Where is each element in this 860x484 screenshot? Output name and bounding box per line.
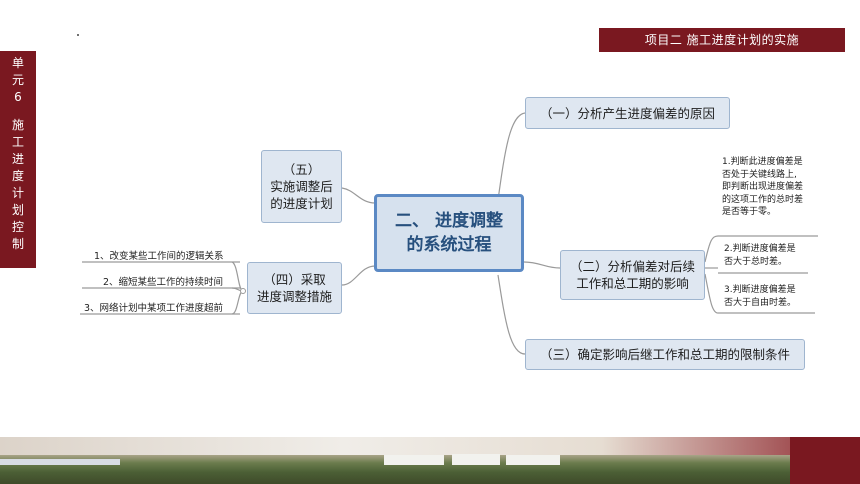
side-unit-tab: 单 元 6 施 工 进 度 计 划 控 制 (0, 51, 36, 268)
note-free-float: 3.判断进度偏差是 否大于自由时差。 (724, 284, 820, 309)
note1-line: 的这项工作的总时差 (722, 194, 804, 205)
note1-line: 是否等于零。 (722, 207, 777, 217)
note3-line: 否大于自由时差。 (724, 297, 797, 308)
side-tab-char: 计 (11, 186, 24, 200)
connector-note3 (704, 273, 719, 314)
leaf-shorten-duration: 2、缩短某些工作的持续时间 (103, 277, 224, 288)
side-tab-char: 6 (14, 90, 22, 104)
connector-leaf1 (231, 261, 244, 292)
center-node: 二、 进度调整 的系统过程 (374, 194, 524, 272)
branch4-node: （四）采取 进度调整措施 (247, 262, 342, 314)
branch4-line2: 进度调整措施 (256, 289, 332, 304)
connector-branch5 (341, 187, 376, 204)
note2-line: 2.判断进度偏差是 (724, 244, 796, 254)
side-tab-char: 施 (11, 118, 24, 132)
note1-line: 即判断出现进度偏差 (722, 182, 804, 192)
connector-note1 (704, 235, 719, 263)
note2-line: 否大于总时差。 (724, 256, 788, 267)
footer-building (452, 454, 500, 465)
side-tab-char: 度 (11, 169, 24, 183)
leaf-ahead-of-schedule: 3、网络计划中某项工作进度超前 (84, 303, 224, 314)
branch5-node: （五） 实施调整后 的进度计划 (261, 150, 342, 223)
footer-building (384, 455, 444, 465)
connector-branch3 (497, 274, 526, 355)
footer-building (0, 459, 120, 465)
header-title-bar: 项目二 施工进度计划的实施 (599, 28, 845, 52)
note-critical-path: 1.判断此进度偏差是 否处于关键线路上, 即判断出现进度偏差 的这项工作的总时差… (722, 156, 818, 219)
stray-dot (77, 34, 79, 36)
branch3-label: （三）确定影响后继工作和总工期的限制条件 (539, 347, 790, 362)
side-tab-char: 单 (11, 56, 24, 70)
branch5-line2: 实施调整后 (270, 179, 333, 194)
footer-building (506, 455, 560, 465)
footer-sky (0, 437, 860, 455)
branch4-line1: （四）采取 (263, 272, 326, 287)
side-tab-char: 制 (11, 237, 24, 251)
branch4-joint (240, 288, 246, 294)
branch2-line2: 工作和总工期的影响 (576, 276, 689, 291)
note1-line: 1.判断此进度偏差是 (722, 157, 803, 167)
center-line2: 的系统过程 (406, 235, 492, 255)
branch2-node: （二）分析偏差对后续 工作和总工期的影响 (560, 250, 705, 300)
branch1-label: （一）分析产生进度偏差的原因 (539, 105, 715, 121)
connector-branch4 (341, 265, 376, 286)
footer-campus-photo (0, 437, 860, 484)
side-tab-char: 划 (11, 203, 24, 217)
connector-branch1 (497, 112, 526, 201)
note-total-float: 2.判断进度偏差是 否大于总时差。 (724, 243, 814, 268)
connector-leaf3 (231, 290, 244, 315)
side-tab-char: 元 (11, 73, 24, 87)
branch5-line1: （五） (282, 162, 321, 177)
leaf-logic-relation: 1、改变某些工作间的逻辑关系 (94, 251, 224, 262)
connector-branch2 (523, 261, 561, 269)
footer-accent-block (790, 437, 860, 484)
side-tab-char: 工 (11, 135, 24, 149)
branch2-line1: （二）分析偏差对后续 (569, 259, 695, 274)
note1-line: 否处于关键线路上, (722, 169, 797, 180)
branch5-line3: 的进度计划 (270, 196, 333, 211)
branch1-node: （一）分析产生进度偏差的原因 (525, 97, 730, 129)
side-tab-char: 进 (11, 152, 24, 166)
note3-line: 3.判断进度偏差是 (724, 285, 796, 295)
center-line1: 二、 进度调整 (395, 211, 503, 231)
side-tab-char: 控 (11, 220, 24, 234)
branch3-node: （三）确定影响后继工作和总工期的限制条件 (525, 339, 805, 370)
